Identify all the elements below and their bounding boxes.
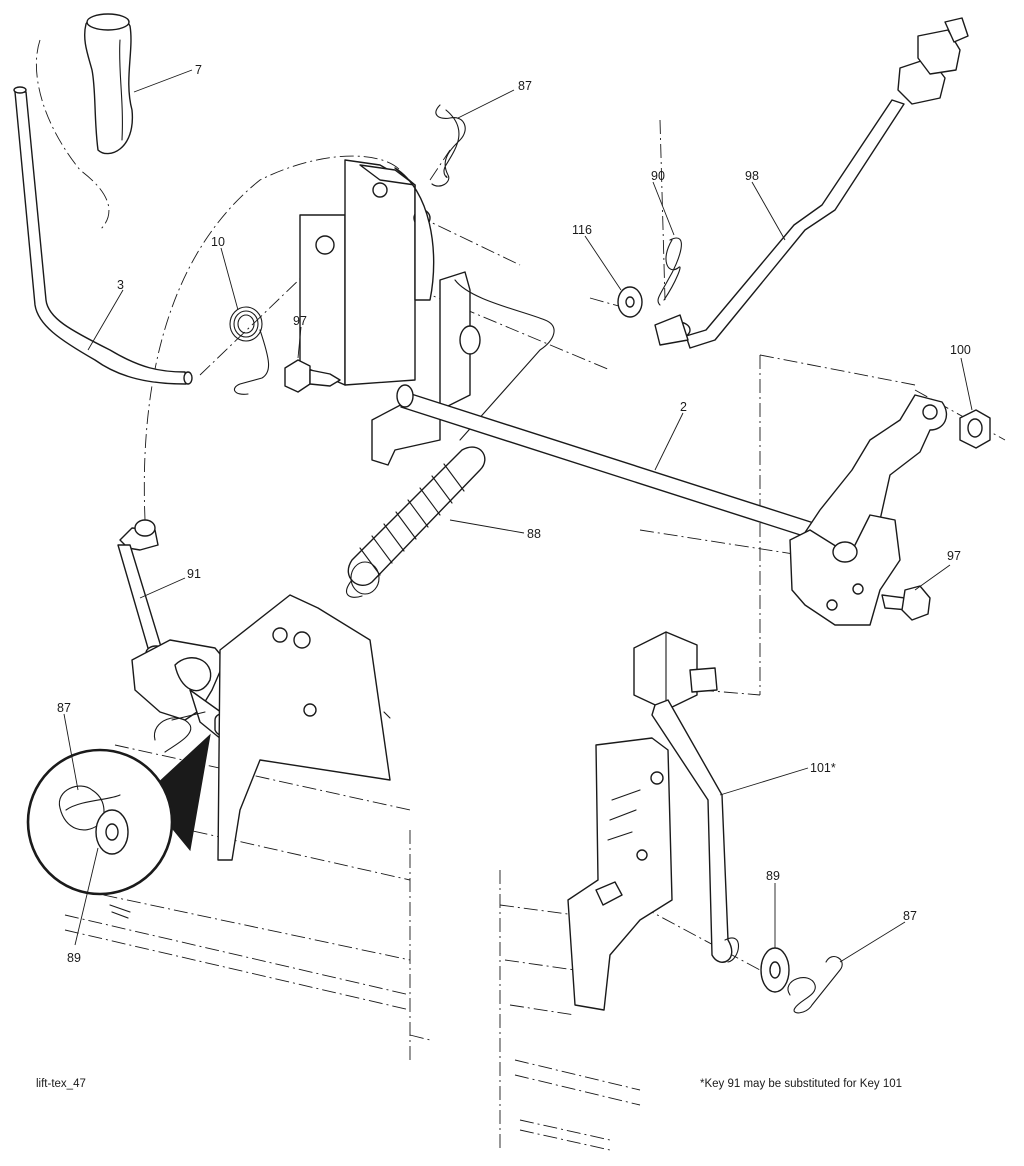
callout-87-inset: 87 [57, 701, 71, 715]
callout-7: 7 [195, 63, 202, 77]
part-87-clip-top [431, 104, 466, 187]
part-101-lift-link [633, 631, 739, 963]
part-88-extension-spring [346, 446, 486, 598]
callout-89-right: 89 [766, 869, 780, 883]
part-10-torsion-spring [229, 306, 270, 395]
leader-lines [63, 69, 973, 963]
callout-89-inset: 89 [67, 951, 81, 965]
part-97-bolt-right [881, 585, 931, 621]
part-90-hairpin-clip [657, 237, 682, 306]
callout-116: 116 [572, 223, 592, 237]
spring-anchor-bracket [439, 271, 555, 441]
part-100-nut [959, 409, 991, 449]
callout-87-top: 87 [518, 79, 532, 93]
callout-3: 3 [117, 278, 124, 292]
callout-101: 101* [810, 761, 836, 775]
lift-bracket [299, 159, 441, 466]
part-7-handle-grip [83, 13, 133, 155]
callout-90: 90 [651, 169, 665, 183]
part-3-lift-lever [13, 86, 193, 385]
left-deck-plate [217, 594, 391, 861]
part-89-washer-right [760, 947, 790, 993]
detail-inset-circle [26, 733, 211, 896]
callout-10: 10 [211, 235, 225, 249]
callout-labels: 7 87 90 98 116 10 3 97 100 2 88 97 91 87… [57, 63, 971, 965]
part-97-bolt-left [284, 359, 341, 393]
part-98-lift-link [654, 17, 969, 349]
left-hairpin-clip [109, 711, 206, 919]
callout-97-left: 97 [293, 314, 307, 328]
callout-98: 98 [745, 169, 759, 183]
callout-97-right: 97 [947, 549, 961, 563]
callout-100: 100 [950, 343, 971, 357]
callout-2: 2 [680, 400, 687, 414]
footnote: *Key 91 may be substituted for Key 101 [700, 1078, 902, 1090]
figure-id-label: lift-tex_47 [36, 1078, 86, 1090]
callout-88: 88 [527, 527, 541, 541]
part-87-clip-right [787, 956, 843, 1014]
right-deck-plate [567, 737, 673, 1011]
right-lift-arm [789, 394, 948, 626]
callout-91: 91 [187, 567, 201, 581]
callout-87-right: 87 [903, 909, 917, 923]
part-116-washer [617, 286, 643, 318]
